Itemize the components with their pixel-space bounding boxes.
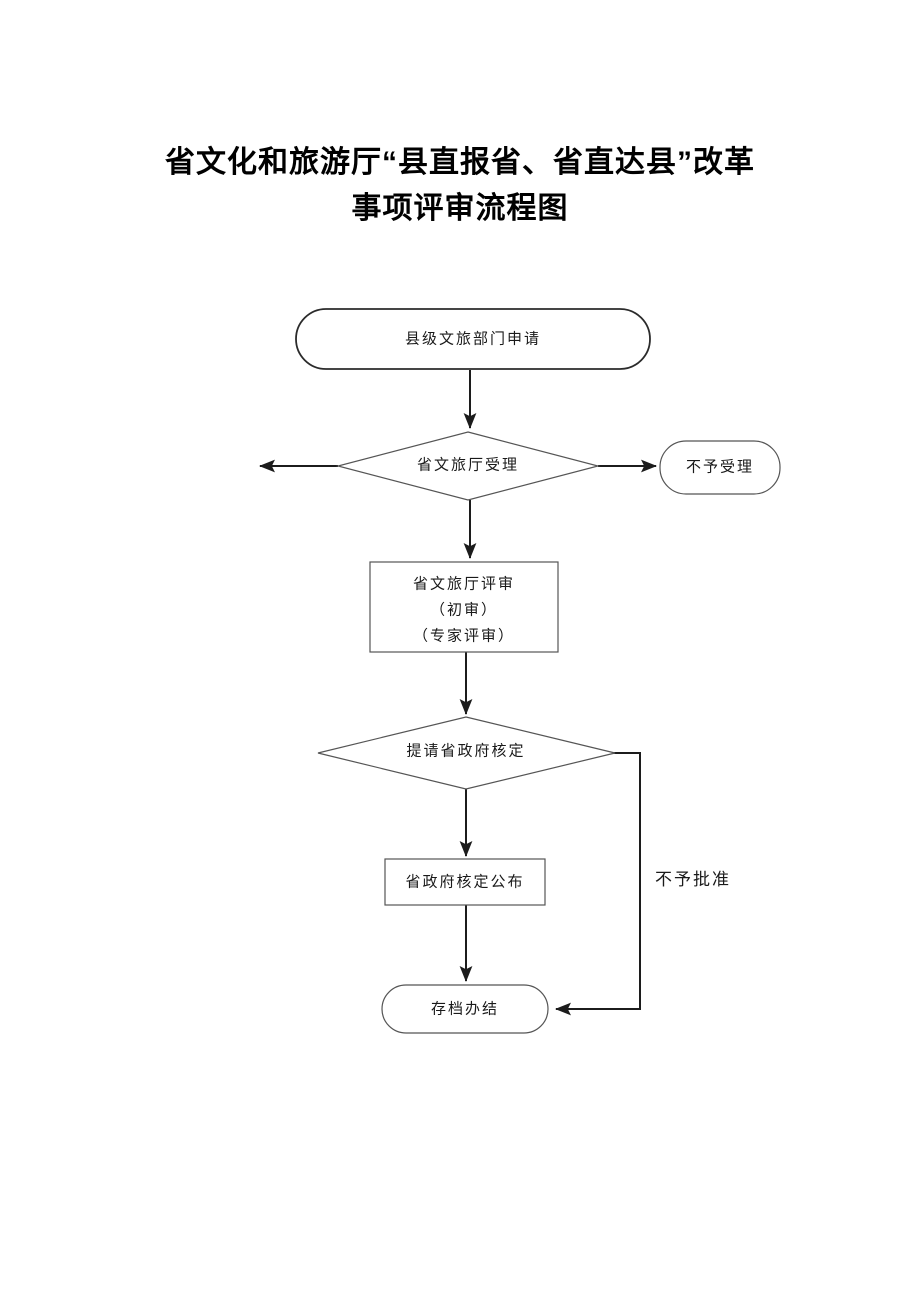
node-submit-shape xyxy=(317,716,616,790)
node-apply[interactable]: 县级文旅部门申请 xyxy=(295,308,651,370)
node-publish-shape xyxy=(384,858,546,906)
page-title: 省文化和旅游厅“县直报省、省直达县”改革 事项评审流程图 xyxy=(110,140,810,232)
edge-layer: 不予批准 xyxy=(259,370,731,1016)
node-submit[interactable]: 提请省政府核定 xyxy=(317,716,616,790)
node-accept[interactable]: 省文旅厅受理 xyxy=(335,431,601,501)
node-layer: 县级文旅部门申请 省文旅厅受理 不予受理 省文旅厅评审 （初审） （专家评审） xyxy=(295,308,781,1034)
node-submit-label: 提请省政府核定 xyxy=(406,742,525,759)
edge-submit-not-approved-to-archive xyxy=(555,752,641,1016)
node-review-label-2: （初审） xyxy=(430,601,498,618)
node-review-label-3: （专家评审） xyxy=(413,627,515,644)
node-accept-label: 省文旅厅受理 xyxy=(417,456,519,473)
node-apply-label: 县级文旅部门申请 xyxy=(405,330,541,347)
node-publish[interactable]: 省政府核定公布 xyxy=(384,858,546,906)
node-review[interactable]: 省文旅厅评审 （初审） （专家评审） xyxy=(369,561,559,653)
node-apply-shape xyxy=(295,308,651,370)
node-review-shape xyxy=(369,561,559,653)
page-title-line-1: 省文化和旅游厅“县直报省、省直达县”改革 xyxy=(165,146,755,179)
node-reject-accept[interactable]: 不予受理 xyxy=(659,440,781,495)
edge-label-not-approved: 不予批准 xyxy=(655,870,731,889)
node-archive[interactable]: 存档办结 xyxy=(381,984,549,1034)
node-archive-shape xyxy=(381,984,549,1034)
node-accept-shape xyxy=(335,431,601,501)
node-reject-accept-shape xyxy=(659,440,781,495)
page-title-line-2: 事项评审流程图 xyxy=(351,192,569,225)
node-review-label-1: 省文旅厅评审 xyxy=(413,575,515,592)
node-publish-label: 省政府核定公布 xyxy=(405,873,524,890)
node-archive-label: 存档办结 xyxy=(431,1000,499,1017)
node-reject-accept-label: 不予受理 xyxy=(686,458,754,475)
